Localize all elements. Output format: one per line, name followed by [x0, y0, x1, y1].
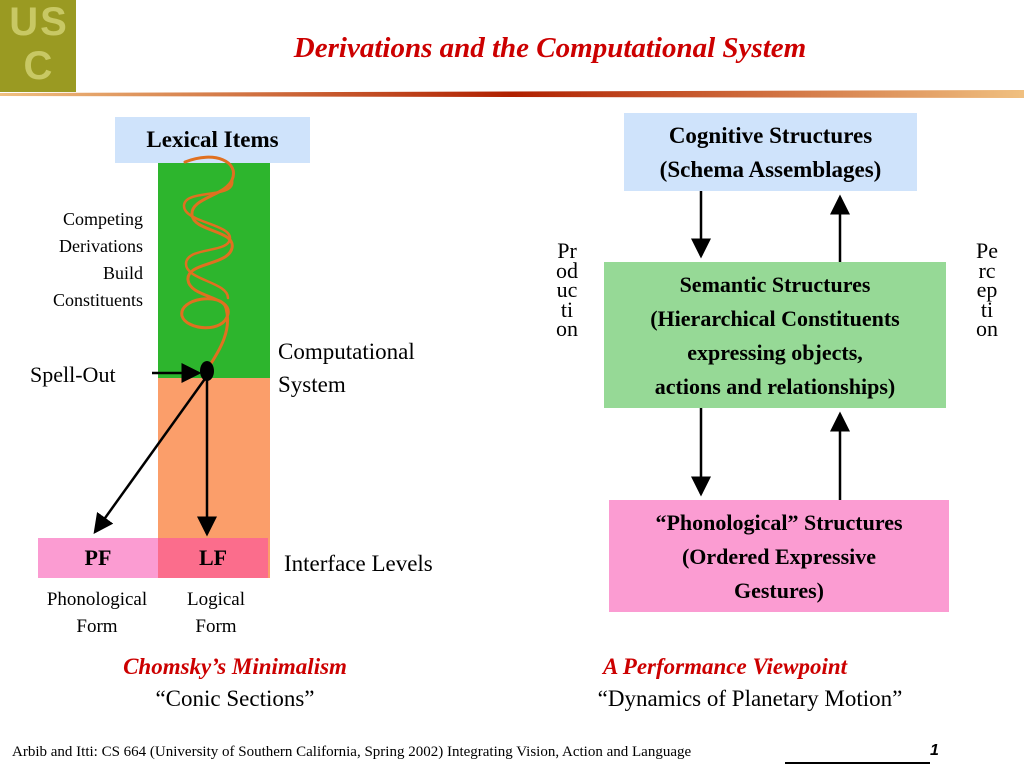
computational-system-label: Computational System	[278, 335, 415, 401]
usc-logo: USC	[0, 0, 76, 92]
semantic-line-2: (Hierarchical Constituents	[650, 306, 900, 331]
competing-derivations-label: Competing Derivations Build Constituents	[0, 206, 143, 314]
lf-box: LF	[158, 538, 268, 578]
footer-text: Arbib and Itti: CS 664 (University of So…	[12, 744, 692, 760]
computational-line-1: Computational	[278, 339, 415, 364]
cognitive-structures-box: Cognitive Structures (Schema Assemblages…	[624, 113, 917, 191]
derivation-spiral	[180, 155, 235, 370]
slide-title: Derivations and the Computational System	[293, 32, 807, 64]
logical-form-line-1: Logical	[186, 589, 246, 610]
spell-out-label: Spell-Out	[30, 362, 116, 387]
semantic-line-3: expressing objects,	[687, 340, 863, 365]
phonological-line-3: Gestures)	[733, 578, 825, 603]
semantic-line-1: Semantic Structures	[679, 272, 871, 297]
phonological-form-line-1: Phonological	[46, 589, 148, 610]
logo-text: USC	[9, 0, 69, 88]
semantic-line-4: actions and relationships)	[654, 374, 896, 399]
computational-line-2: System	[278, 372, 346, 397]
title-underline-bar	[0, 90, 1024, 98]
semantic-structures-box: Semantic Structures (Hierarchical Consti…	[604, 262, 946, 408]
perception-vertical-label: Perception	[976, 238, 998, 341]
spell-out-node	[200, 361, 214, 381]
footer-rule	[785, 762, 930, 764]
logical-form-label: Logical Form	[176, 586, 256, 640]
computation-column	[158, 378, 270, 538]
conic-sections-caption: “Conic Sections”	[155, 686, 315, 711]
derivation-column	[158, 163, 270, 378]
pf-box: PF	[38, 538, 158, 578]
derivation-spiral-inner	[182, 178, 234, 300]
performance-viewpoint-heading: A Performance Viewpoint	[602, 654, 848, 679]
phonological-structures-box: “Phonological” Structures (Ordered Expre…	[609, 500, 949, 612]
logical-form-line-2: Form	[195, 616, 237, 637]
phonological-line-1: “Phonological” Structures	[655, 510, 903, 535]
cognitive-line-1: Cognitive Structures	[668, 123, 873, 148]
competing-line-2: Derivations	[59, 236, 143, 256]
competing-line-4: Constituents	[52, 290, 143, 310]
phonological-form-line-2: Form	[76, 616, 118, 637]
planetary-motion-caption: “Dynamics of Planetary Motion”	[597, 686, 903, 711]
interface-levels-label: Interface Levels	[284, 551, 433, 576]
production-vertical-label: Production	[556, 238, 578, 341]
competing-line-3: Build	[102, 263, 143, 283]
arrow-to-pf	[93, 375, 209, 535]
chomsky-minimalism-heading: Chomsky’s Minimalism	[123, 654, 347, 679]
cognitive-line-2: (Schema Assemblages)	[659, 157, 882, 182]
competing-line-1: Competing	[63, 209, 143, 229]
page-number: 1	[930, 742, 939, 759]
phonological-form-label: Phonological Form	[34, 586, 160, 640]
phonological-line-2: (Ordered Expressive	[681, 544, 877, 569]
lexical-items-box: Lexical Items	[115, 117, 310, 163]
